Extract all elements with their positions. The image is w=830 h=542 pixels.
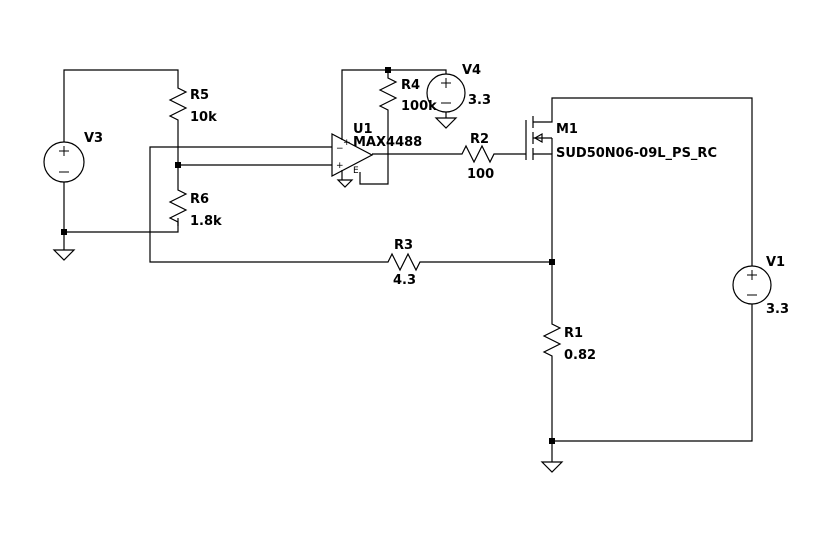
r3-name: R3 [394, 238, 413, 253]
r4-name: R4 [401, 78, 420, 93]
resistor-icon [384, 252, 424, 272]
v4-value: 3.3 [468, 93, 491, 108]
wires [63, 69, 753, 462]
resistor-r1[interactable]: R1 0.82 [542, 320, 596, 363]
junction-dot [549, 438, 555, 444]
voltage-source-icon [732, 265, 772, 305]
u1-name: U1 [353, 122, 373, 137]
opamp-icon [331, 133, 374, 177]
r2-value: 100 [467, 167, 494, 182]
voltage-source-v3[interactable]: V3 [43, 131, 103, 183]
r2-name: R2 [470, 132, 489, 147]
resistor-icon [378, 74, 398, 114]
opamp-u1[interactable]: − + + E U1 MAX4488 [331, 122, 422, 177]
wire-drain-v1 [551, 97, 753, 266]
resistor-r2[interactable]: R2 100 [458, 132, 498, 182]
junction-dot [61, 229, 67, 235]
wire-vplus [341, 69, 447, 140]
m1-part: SUD50N06-09L_PS_RC [556, 146, 717, 161]
ground-icon [434, 117, 458, 129]
junctions [61, 67, 555, 444]
junction-dot [385, 67, 391, 73]
m1-name: M1 [556, 122, 578, 137]
resistor-r6[interactable]: R6 1.8k [168, 186, 222, 229]
v1-value: 3.3 [766, 302, 789, 317]
resistor-icon [458, 144, 498, 164]
voltage-source-icon [43, 141, 85, 183]
r5-name: R5 [190, 88, 209, 103]
v4-name: V4 [462, 63, 481, 78]
ground-icon [52, 249, 76, 261]
ground-icon [540, 461, 564, 473]
resistor-r4[interactable]: R4 100k [378, 74, 437, 114]
resistor-r3[interactable]: R3 4.3 [384, 238, 424, 288]
r4-value: 100k [401, 99, 437, 114]
u1-part: MAX4488 [353, 135, 422, 150]
r5-value: 10k [190, 110, 217, 125]
resistor-r5[interactable]: R5 10k [168, 84, 217, 125]
r6-name: R6 [190, 192, 209, 207]
resistor-icon [542, 320, 562, 360]
junction-dot [549, 259, 555, 265]
voltage-source-v4[interactable]: V4 3.3 [426, 63, 491, 113]
voltage-source-icon [426, 73, 466, 113]
wire-inv-feedback [149, 146, 384, 263]
opamp-noninv-input-label: + [336, 161, 344, 171]
r6-value: 1.8k [190, 214, 222, 229]
opamp-inv-input-label: − [336, 144, 344, 154]
opamp-enable-label: E [353, 166, 359, 176]
wire-v1-bottom [552, 304, 753, 442]
r1-value: 0.82 [564, 348, 596, 363]
v3-name: V3 [84, 131, 103, 146]
voltage-source-v1[interactable]: V1 3.3 [732, 255, 789, 317]
junction-dot [175, 162, 181, 168]
resistor-icon [168, 186, 188, 226]
opamp-vplus-label: + [343, 138, 351, 148]
resistor-icon [168, 84, 188, 124]
wire-r4-bottom [359, 114, 389, 185]
v1-name: V1 [766, 255, 785, 270]
r3-value: 4.3 [393, 273, 416, 288]
mosfet-arrow-icon [533, 132, 543, 144]
mosfet-m1[interactable]: M1 SUD50N06-09L_PS_RC [525, 116, 717, 170]
r1-name: R1 [564, 326, 583, 341]
wire-v3-top [63, 69, 179, 142]
ground-icon [336, 179, 354, 188]
wire-v3-bottom [63, 182, 179, 233]
